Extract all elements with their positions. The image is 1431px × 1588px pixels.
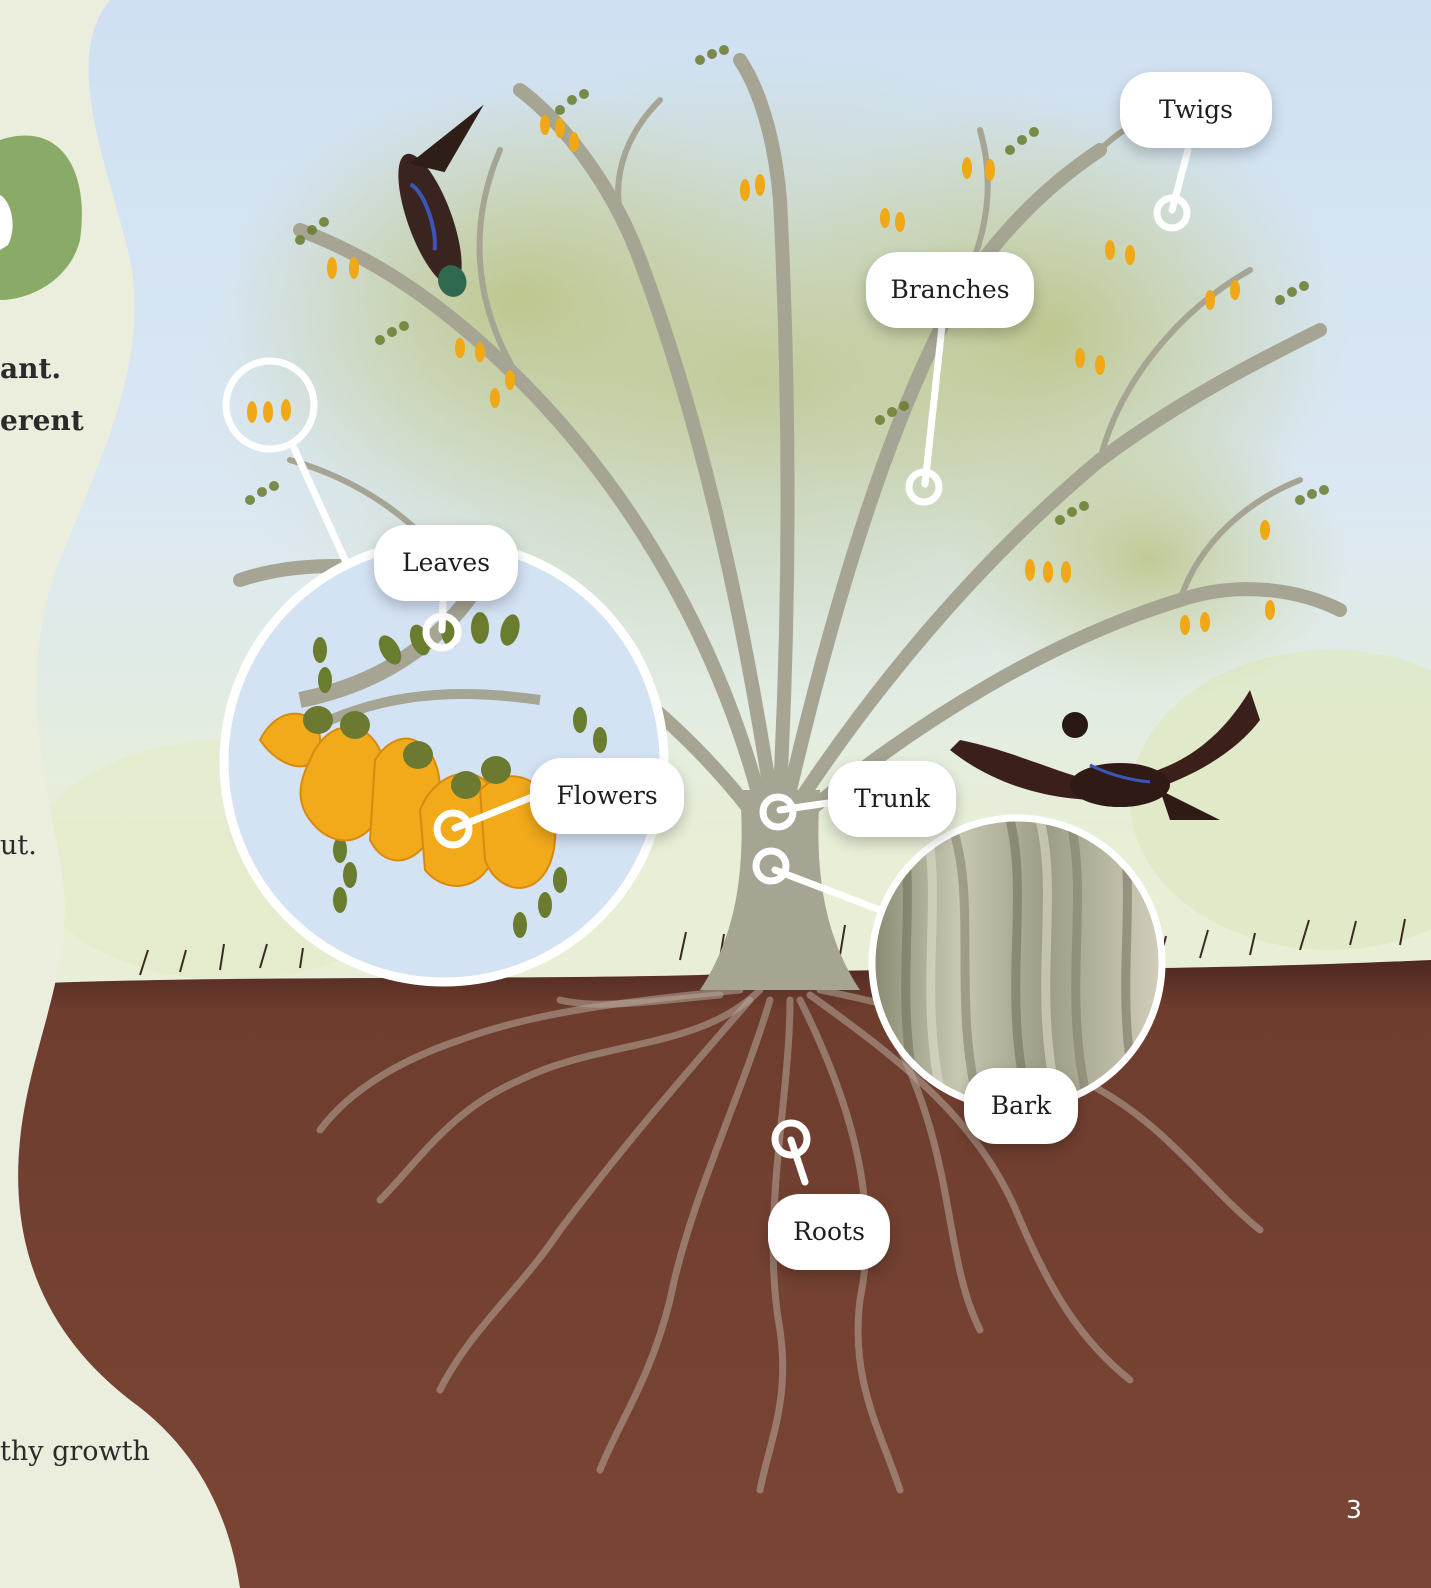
label-flowers: Flowers: [530, 758, 684, 834]
soil: [0, 960, 1431, 1588]
label-twigs: Twigs: [1120, 72, 1272, 148]
body-line-1: ut.: [0, 830, 37, 861]
label-leaves: Leaves: [374, 525, 518, 601]
body-line-2: thy growth: [0, 1436, 150, 1467]
intro-line-2: erent: [0, 404, 84, 437]
label-branches: Branches: [866, 252, 1034, 328]
bark-zoom-circle: [872, 818, 1162, 1110]
intro-line-1: ant.: [0, 352, 61, 385]
label-bark: Bark: [964, 1068, 1078, 1144]
label-trunk: Trunk: [828, 761, 956, 837]
label-roots: Roots: [768, 1194, 890, 1270]
page-number: 3: [1346, 1495, 1362, 1524]
